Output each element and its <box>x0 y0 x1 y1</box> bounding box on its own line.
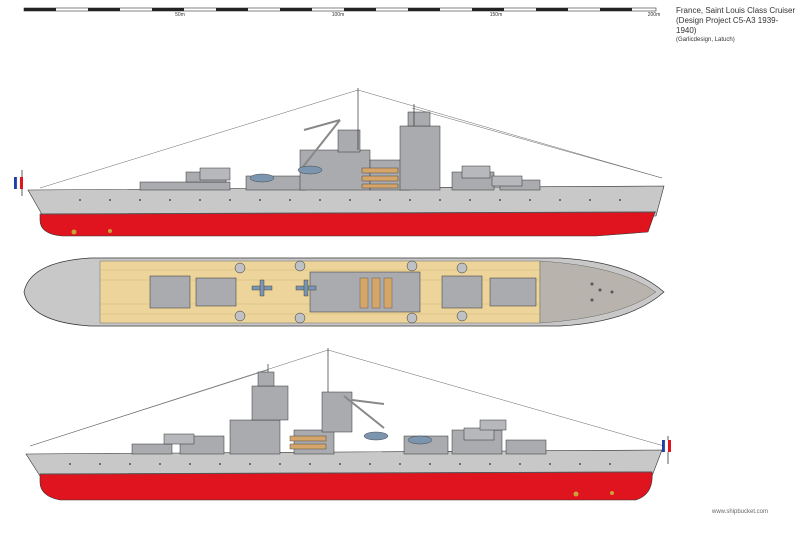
port-mast <box>267 348 329 392</box>
scale-label-200: 200m <box>647 12 661 18</box>
port-superstructure <box>131 371 547 455</box>
turrets <box>199 165 523 187</box>
scale-label-100: 100m <box>331 12 345 18</box>
propellers <box>71 229 112 235</box>
port-boats <box>289 435 327 450</box>
port-turrets <box>163 419 507 445</box>
port-hull-lower <box>39 471 653 501</box>
hull-lower <box>39 211 656 237</box>
port-propellers <box>573 491 614 497</box>
profile-port <box>25 348 671 501</box>
port-rigging <box>29 349 665 447</box>
port-aircraft <box>363 431 433 445</box>
cranes <box>301 119 341 169</box>
watermark: www.shipbucket.com <box>712 509 769 515</box>
plan-top <box>23 257 665 327</box>
port-portholes <box>69 463 611 465</box>
plan-turrets <box>234 260 468 324</box>
anchor-gear <box>590 282 614 302</box>
profile-starboard <box>14 88 665 237</box>
plan-superstructure <box>149 271 537 313</box>
mast <box>357 88 415 150</box>
plan-aircraft <box>251 279 317 297</box>
scale-label-150: 150m <box>489 12 503 18</box>
scale-label-50: 50m <box>175 12 185 18</box>
title-line-1: France, Saint Louis Class Cruiser <box>676 6 796 15</box>
port-cranes <box>343 395 385 429</box>
aircraft <box>249 165 323 183</box>
forecastle <box>539 260 657 324</box>
plan-boats <box>359 277 393 309</box>
portholes <box>79 199 621 201</box>
port-french-flag <box>662 436 671 464</box>
scale-ruler <box>23 7 657 12</box>
scale-bar: 50m 100m 150m 200m <box>0 0 800 30</box>
title-credit: (Garlicdesign, Latuch) <box>676 37 735 43</box>
title-line-2: (Design Project C5-A3 1939-1940) <box>676 16 779 35</box>
rigging <box>39 89 663 189</box>
title-block: France, Saint Louis Class Cruiser (Desig… <box>676 6 798 45</box>
french-flag <box>14 170 23 196</box>
boats <box>361 167 399 189</box>
